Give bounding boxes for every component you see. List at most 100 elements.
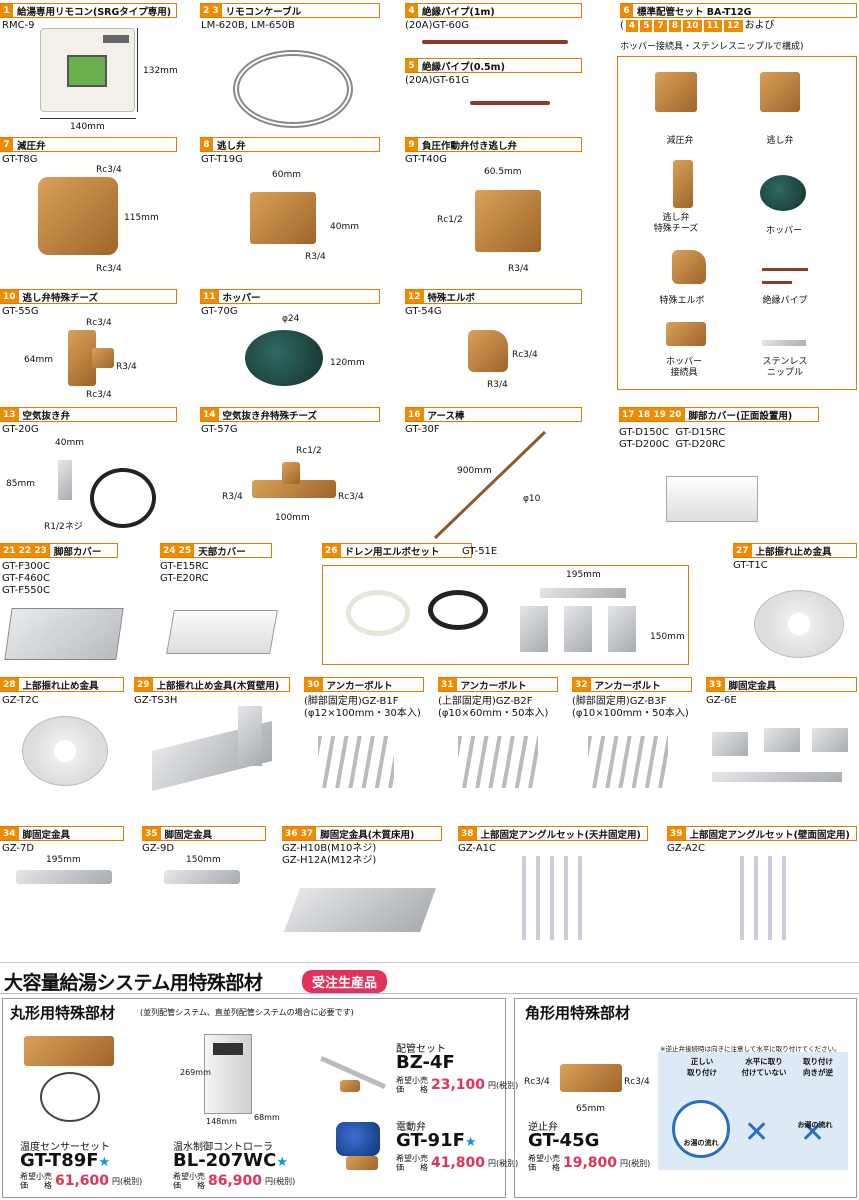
pipe-image	[762, 268, 808, 271]
leg-bracket-image	[764, 728, 800, 752]
dim: 85mm	[6, 479, 35, 489]
dim: 40mm	[55, 438, 84, 448]
sensor-cable-image	[40, 1072, 100, 1122]
dim: 150mm	[186, 855, 221, 865]
dim-line	[137, 28, 138, 112]
item-model-2: LM-620B, LM-650B	[201, 20, 295, 31]
drain-hose-image	[346, 590, 410, 636]
plate-image	[164, 870, 240, 884]
floor-bracket-image	[283, 888, 437, 932]
item-model-39: GZ-A2C	[667, 843, 705, 854]
anchor-bolts-image	[588, 736, 668, 788]
dim: Rc3/4	[86, 318, 112, 328]
made-to-order-badge: 受注生産品	[302, 970, 388, 993]
dim: R3/4	[508, 264, 529, 274]
install-label: 取り付け 向きが逆	[803, 1057, 833, 1077]
tee-image	[68, 330, 96, 386]
tee-image	[252, 480, 336, 498]
hopper-image	[245, 330, 323, 386]
pipe-image	[762, 281, 792, 284]
wrong-install-icon: ✕	[744, 1115, 770, 1150]
angle-set-image	[740, 856, 790, 940]
tee-branch	[282, 462, 300, 484]
part-label: 逃し弁 特殊チーズ	[653, 213, 699, 234]
bracket-image	[564, 606, 592, 652]
remote-image	[40, 28, 135, 112]
product-category: 逆止弁	[528, 1122, 558, 1133]
item-model-21: GT-F300C GT-F460C GT-F550C	[2, 561, 51, 596]
flow-label: お湯の流れ	[683, 1139, 719, 1147]
elbow-image	[468, 330, 508, 372]
dim: 195mm	[46, 855, 81, 865]
dim-remote-width: 140mm	[70, 122, 105, 132]
part-label: ステンレス ニップル	[762, 357, 808, 378]
item-model-31: (上部固定用)GZ-B2F (φ10×60mm・50本入)	[438, 696, 549, 719]
install-note: ※逆止弁接続時は向きに注意して水平に取り付けてください。	[660, 1045, 841, 1053]
bracket-image	[520, 606, 548, 652]
dim: R3/4	[222, 492, 243, 502]
elbow-image	[672, 250, 706, 284]
item-model-11: GT-70G	[201, 306, 238, 317]
item-model-29: GZ-TS3H	[134, 695, 178, 706]
dim: Rc1/2	[296, 446, 322, 456]
star-icon: ★	[98, 1155, 111, 1170]
product-name: GT-91F★	[396, 1130, 477, 1151]
bracket-image	[540, 588, 626, 598]
item-model-14: GT-57G	[201, 424, 238, 435]
square-section-box	[514, 998, 857, 1198]
dim: φ24	[282, 314, 300, 324]
relief-valve-image	[250, 192, 316, 244]
leg-cover-image	[666, 476, 758, 522]
item-model-33: GZ-6E	[706, 695, 737, 706]
item-model-34: GZ-7D	[2, 843, 35, 854]
special-section-title: 大容量給湯システム用特殊部材	[4, 972, 263, 994]
tee-branch	[92, 348, 114, 368]
drain-box	[322, 565, 689, 665]
check-valve-image	[560, 1064, 622, 1092]
dim: Rc3/4	[338, 492, 364, 502]
item-model-4: (20A)GT-60G	[405, 20, 470, 31]
item-model-27: GT-T1C	[733, 560, 768, 571]
item-model-12: GT-54G	[405, 306, 442, 317]
dim: 100mm	[275, 513, 310, 523]
divider	[0, 962, 859, 963]
dim: 269mm	[180, 1068, 211, 1077]
dim: R3/4	[116, 362, 137, 372]
product-name: GT-T89F★	[20, 1150, 111, 1171]
dim: R3/4	[305, 252, 326, 262]
item-model-10: GT-55G	[2, 306, 39, 317]
item-model-24: GT-E15RC GT-E20RC	[160, 561, 209, 584]
item-model-5: (20A)GT-61G	[405, 75, 470, 86]
leg-bracket-image	[712, 732, 748, 756]
anchor-bolts-image	[318, 736, 394, 788]
dim: 68mm	[254, 1113, 280, 1122]
dim-remote-height: 132mm	[143, 66, 178, 76]
relief-valve-image	[760, 72, 800, 112]
dim: Rc3/4	[624, 1077, 650, 1087]
nipple-image	[762, 340, 806, 346]
hopper-connector-image	[666, 322, 706, 346]
round-section-box	[2, 998, 506, 1198]
item-model-16: GT-30F	[405, 424, 440, 435]
dim: φ10	[523, 494, 541, 504]
